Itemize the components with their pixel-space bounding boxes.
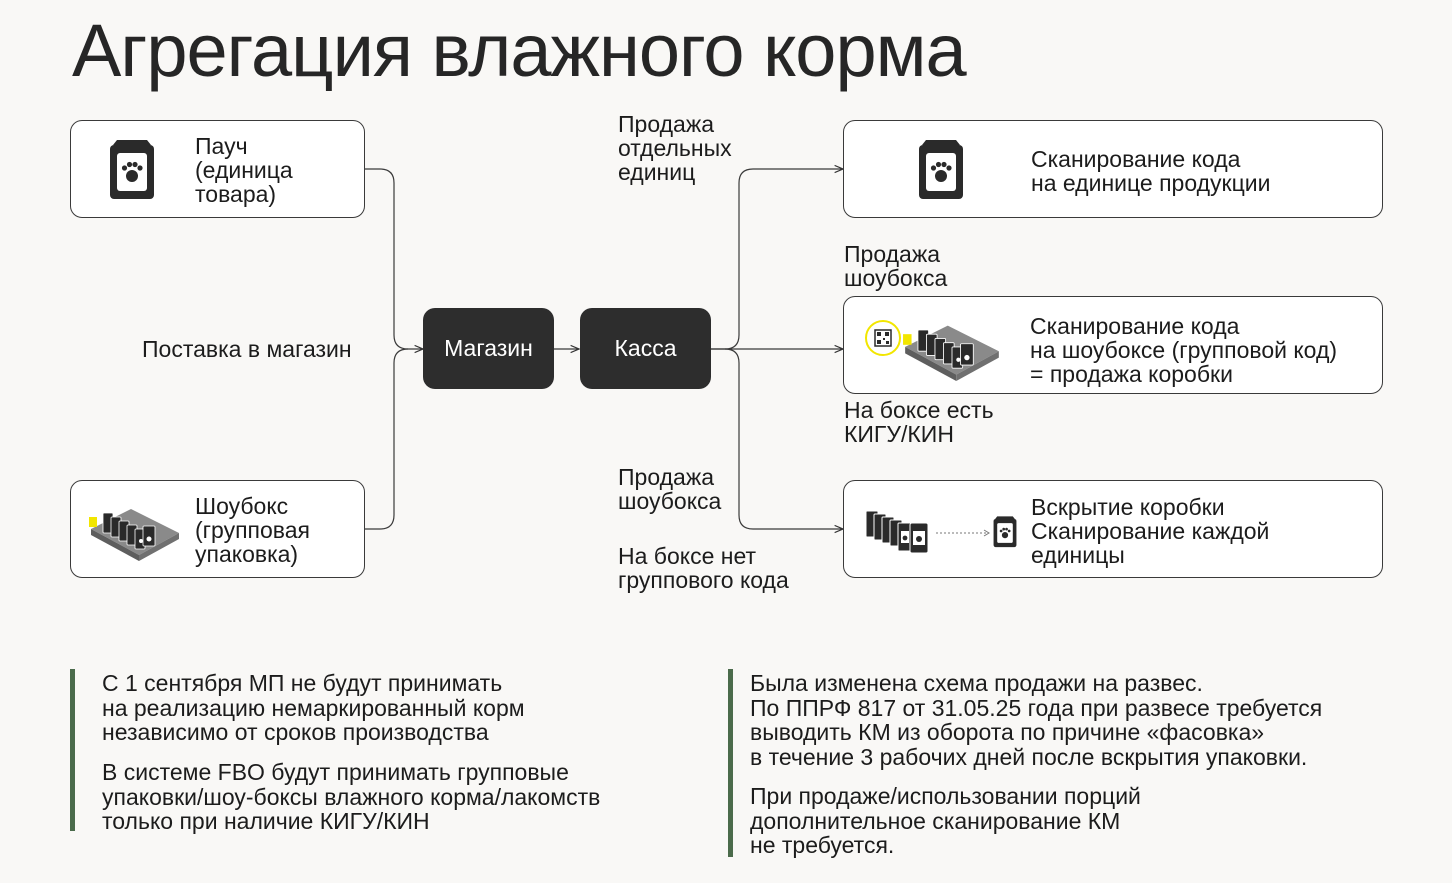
card-scan-showbox-text: Сканирование кода на шоубоксе (групповой… [1030,313,1338,387]
card-scan-showbox: Сканирование кода на шоубоксе (групповой… [843,296,1383,394]
card-open-box: Вскрытие коробки Сканирование каждой еди… [843,480,1383,578]
note-left-1: С 1 сентября МП не будут принимать на ре… [102,670,525,745]
node-store: Магазин [423,308,554,389]
node-cashier: Касса [580,308,711,389]
label-sale-showbox-uncoded: Продажа шоубокса [618,464,722,514]
card-showbox-text: Шоубокс (групповая упаковка) [195,493,310,567]
label-sale-units: Продажа отдельных единиц [618,111,732,185]
note-left-accent-bar [70,669,75,831]
pet-food-pouch-icon [993,516,1017,548]
showbox-icon [89,509,179,561]
card-scan-unit: Сканирование кода на единице продукции [843,120,1383,218]
unpacked-pouches-icon [865,510,929,554]
pet-food-pouch-icon [110,140,154,199]
page-title: Агрегация влажного корма [72,9,967,92]
qr-code-icon [865,320,901,356]
note-right-accent-bar [728,669,733,857]
label-no-group-code: На боксе нет группового кода [618,543,789,593]
pet-food-pouch-icon [919,140,963,199]
card-showbox: Шоубокс (групповая упаковка) [70,480,365,578]
connector-cashier-open-box [724,348,843,529]
card-open-box-text: Вскрытие коробки Сканирование каждой еди… [1031,494,1270,568]
card-scan-unit-text: Сканирование кода на единице продукции [1031,146,1271,196]
dotted-arrow-icon [936,529,990,537]
note-right-2: При продаже/использовании порций дополни… [750,783,1141,858]
showbox-icon [903,325,999,381]
connector-pouch-store [365,168,423,349]
note-right-1: Была изменена схема продажи на развес. П… [750,670,1323,770]
note-left-2: В системе FBO будут принимать групповые … [102,759,601,834]
connector-cashier-scan-unit [711,169,843,350]
card-pouch: Пауч (единица товара) [70,120,365,218]
connector-showbox-store [365,348,409,530]
card-pouch-text: Пауч (единица товара) [195,133,293,207]
label-has-group-code: На боксе есть КИГУ/КИН [844,397,994,447]
label-delivery: Поставка в магазин [142,336,352,362]
label-sale-showbox-coded: Продажа шоубокса [844,241,948,291]
